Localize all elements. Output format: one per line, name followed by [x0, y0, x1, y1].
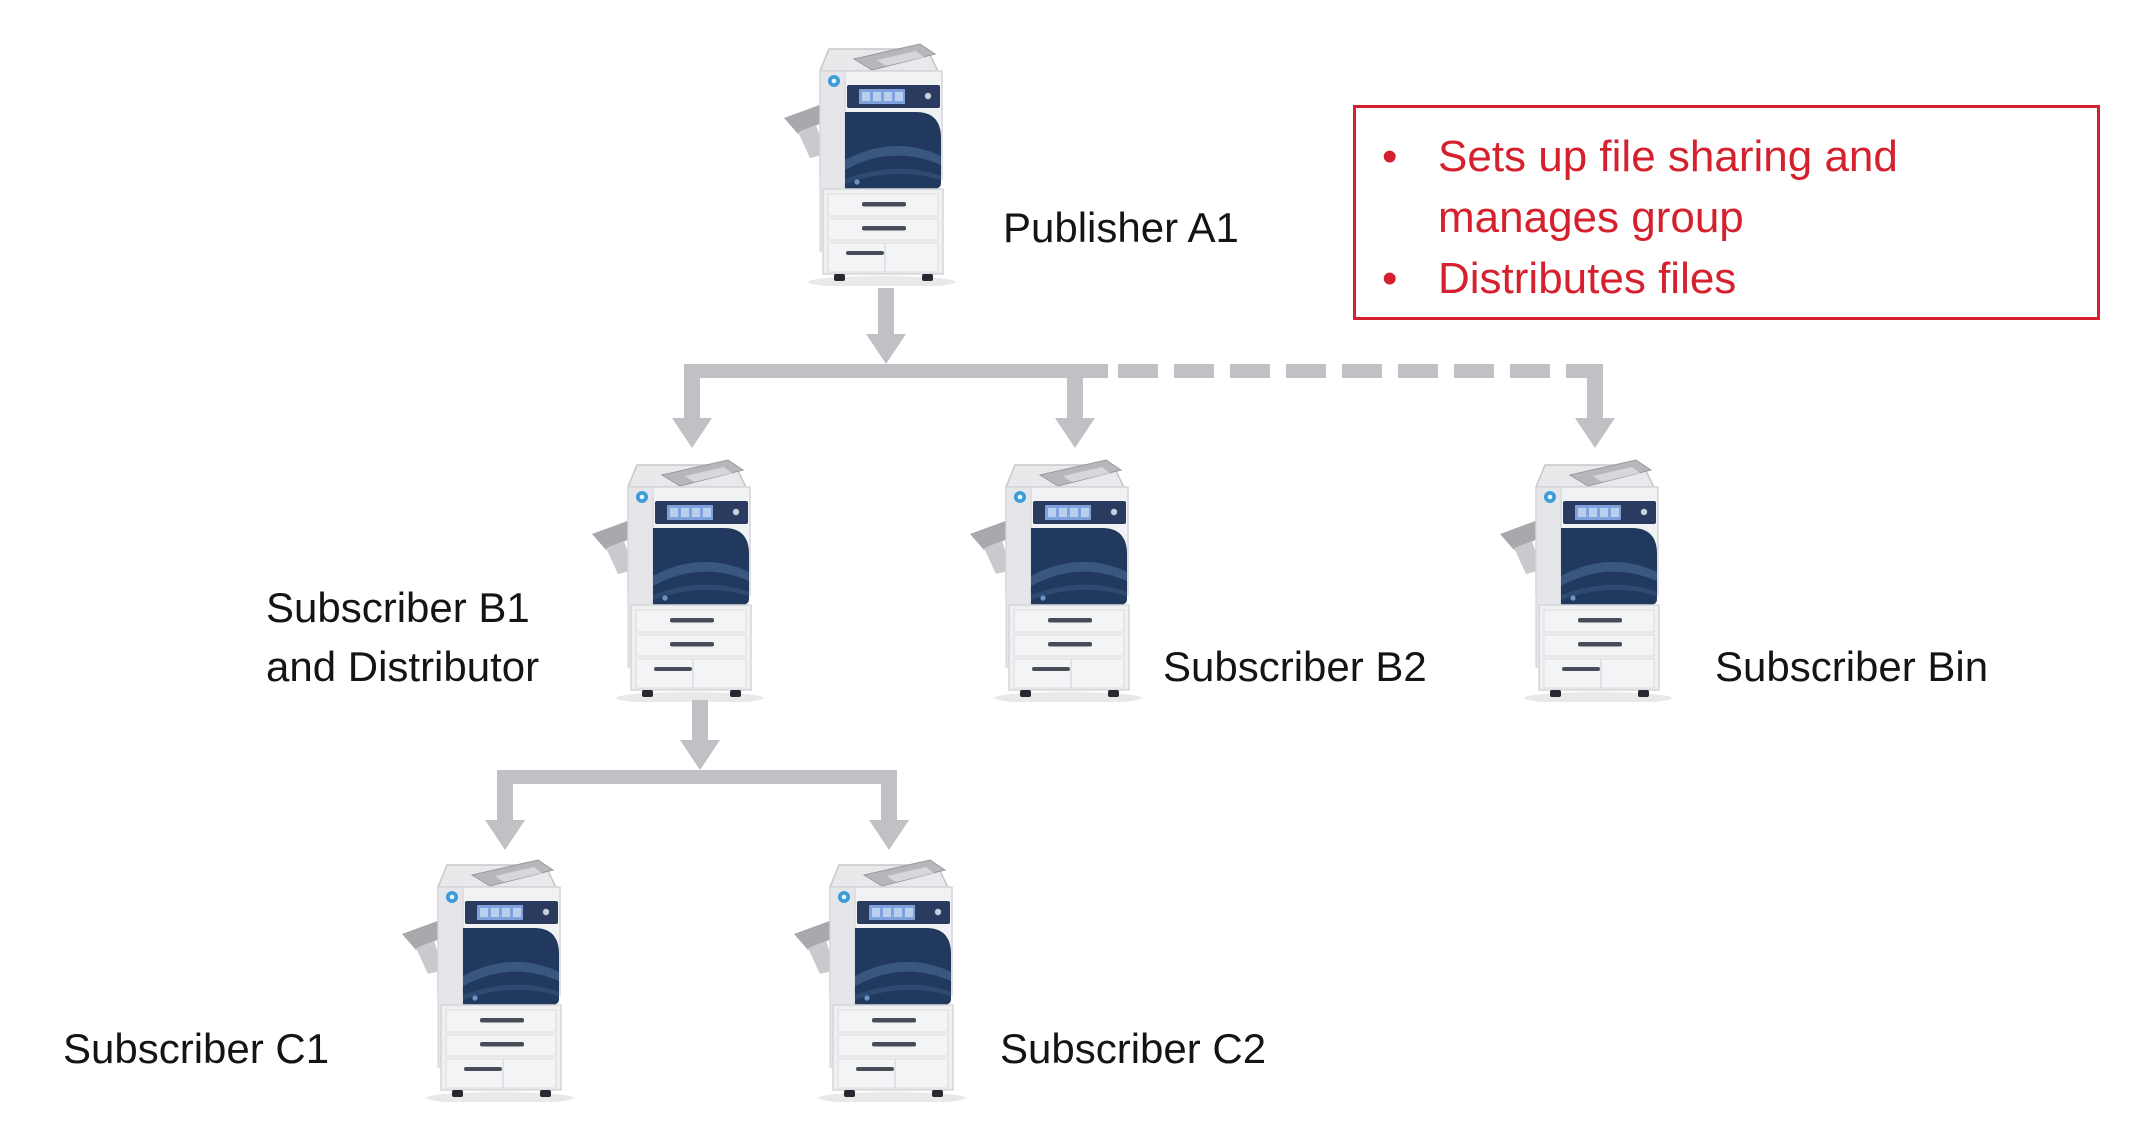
- node-label-subscriber-b2: Subscriber B2: [1163, 637, 1427, 696]
- arrow-down-icon: [672, 418, 712, 448]
- node-label-publisher-a1: Publisher A1: [1003, 198, 1239, 257]
- edge-b1-stem: [692, 700, 708, 740]
- callout-box: • Sets up file sharing and manages group…: [1353, 105, 2100, 320]
- edge-branch-c2: [881, 770, 897, 820]
- arrow-down-icon: [866, 334, 906, 364]
- printer-icon-subscriber-c1: [401, 859, 575, 1102]
- edge-branch-c1: [497, 770, 513, 820]
- printer-icon-subscriber-b1: [591, 459, 765, 702]
- node-label-line2: and Distributor: [266, 643, 540, 690]
- edge-publisher-stem: [878, 288, 894, 334]
- callout-item-text: Sets up file sharing and manages group: [1438, 132, 1898, 242]
- arrow-down-icon: [869, 820, 909, 850]
- bullet-icon: •: [1382, 254, 1398, 303]
- edge-branch-b1: [684, 364, 700, 418]
- callout-item: • Distributes files: [1382, 248, 2079, 309]
- printer-icon-subscriber-c2: [793, 859, 967, 1102]
- node-label-text: Subscriber B2: [1163, 643, 1427, 690]
- edge-level1-dashed: [1118, 364, 1590, 378]
- node-label-subscriber-bin: Subscriber Bin: [1715, 637, 1988, 696]
- edge-level1-bus: [684, 364, 1108, 378]
- node-label-subscriber-b1: Subscriber B1 and Distributor: [266, 578, 539, 696]
- printer-icon-subscriber-b2: [969, 459, 1143, 702]
- bullet-icon: •: [1382, 132, 1398, 181]
- node-label-subscriber-c2: Subscriber C2: [1000, 1019, 1266, 1078]
- printer-icon-publisher-a1: [783, 43, 957, 286]
- arrow-down-icon: [1575, 418, 1615, 448]
- node-label-text: Subscriber C1: [63, 1025, 330, 1072]
- node-label-text: Subscriber C2: [1000, 1025, 1267, 1072]
- node-label-subscriber-c1: Subscriber C1: [63, 1019, 329, 1078]
- node-label-line1: Subscriber B1: [266, 584, 530, 631]
- callout-item: • Sets up file sharing and manages group: [1382, 126, 2079, 248]
- node-label-text: Publisher A1: [1003, 204, 1239, 251]
- callout-item-text: Distributes files: [1438, 254, 1737, 303]
- node-label-text: Subscriber Bin: [1715, 643, 1989, 690]
- arrow-down-icon: [680, 740, 720, 770]
- edge-level2-bus: [497, 770, 897, 784]
- printer-icon-subscriber-bin: [1499, 459, 1673, 702]
- edge-branch-b2: [1067, 376, 1083, 418]
- edge-branch-bin: [1587, 364, 1603, 418]
- arrow-down-icon: [1055, 418, 1095, 448]
- arrow-down-icon: [485, 820, 525, 850]
